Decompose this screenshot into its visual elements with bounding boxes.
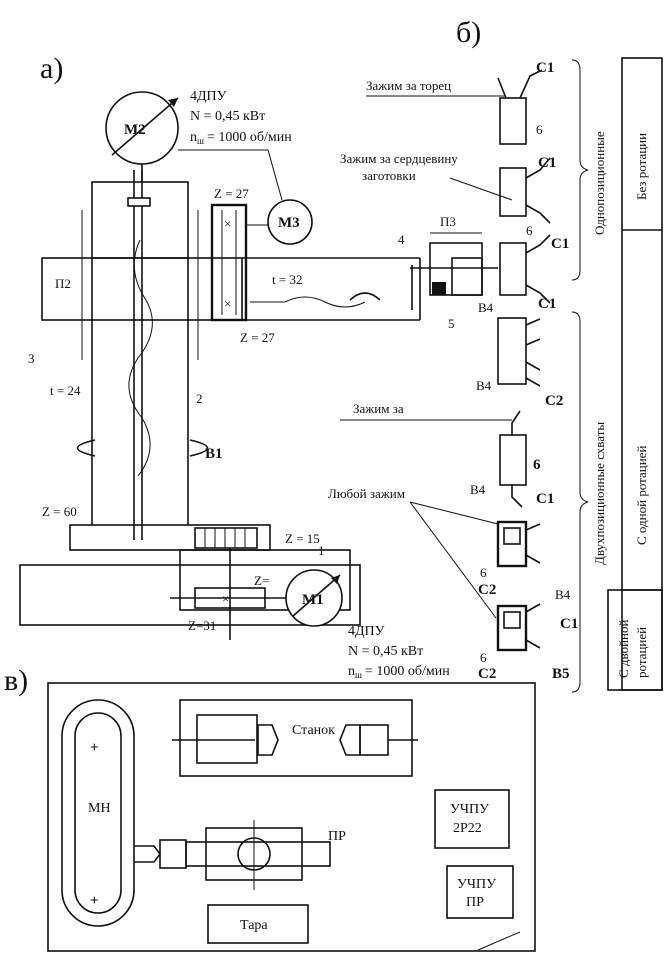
- industrial-robot: [134, 820, 331, 890]
- motor-m3-label: М3: [278, 215, 300, 231]
- label-mn: МН: [88, 801, 111, 816]
- table-single-position: Однопозиционные: [592, 131, 607, 235]
- label-c1-1: С1: [536, 60, 554, 76]
- gripper-schematics: [496, 69, 551, 652]
- label-4: 4: [398, 232, 405, 247]
- motor-m2-speed: nш= 1000 об/мин: [190, 130, 292, 146]
- storage-conveyor: + +: [61, 699, 135, 927]
- label-6-1: 6: [536, 122, 543, 137]
- container-box: [207, 904, 309, 944]
- motor-m2-label: М2: [124, 122, 146, 138]
- panel-a-label: а): [40, 52, 63, 85]
- label-any-clamp: Любой зажим: [328, 486, 405, 501]
- label-c1-5: С1: [536, 491, 554, 507]
- label-t32: t = 32: [272, 272, 302, 287]
- label-b4-4: В4: [555, 587, 571, 602]
- label-clamp-core-1: Зажим за сердцевину: [340, 151, 458, 166]
- motor-m1-power: N = 0,45 кВт: [348, 644, 423, 659]
- label-t24: t = 24: [50, 383, 81, 398]
- label-1: 1: [318, 543, 325, 558]
- rotation-arrow-b1: [76, 439, 209, 457]
- motor-m2: М2 4ДПУ N = 0,45 кВт nш= 1000 об/мин: [105, 89, 292, 182]
- label-c2-2: С2: [478, 582, 496, 598]
- panel-b-label: б): [456, 16, 481, 49]
- svg-text:+: +: [90, 893, 99, 909]
- label-container: Тара: [240, 918, 268, 933]
- label-cnc-2p22-2: 2Р22: [453, 821, 482, 836]
- label-c2-1: С2: [545, 393, 563, 409]
- label-6-4: 6: [480, 565, 487, 580]
- label-p2: П2: [55, 276, 71, 291]
- layout-frame: [47, 682, 536, 952]
- table-two-position: Двухпозиционные схваты: [592, 422, 607, 565]
- arm-beam: [41, 257, 421, 321]
- table-no-rotation: Без ротации: [634, 133, 649, 200]
- label-z60: Z = 60: [42, 504, 77, 519]
- svg-text:×: ×: [224, 296, 231, 311]
- label-c1-4: С1: [538, 296, 556, 312]
- motor-m2-power: N = 0,45 кВт: [190, 109, 265, 124]
- cable-line: [477, 931, 521, 951]
- label-6-5: 6: [480, 650, 487, 665]
- label-cnc-pr-1: УЧПУ: [457, 877, 496, 892]
- brace-single: [571, 59, 589, 281]
- motor-m2-type: 4ДПУ: [190, 89, 227, 104]
- label-6-2: 6: [526, 223, 533, 238]
- table-double-rotation-1: С двойной: [616, 620, 631, 678]
- label-cnc-2p22-1: УЧПУ: [450, 802, 489, 817]
- label-pr: ПР: [328, 829, 346, 844]
- motor-m3: М3: [178, 149, 313, 245]
- label-b4-3: В4: [470, 482, 486, 497]
- label-b4-2: В4: [476, 378, 492, 393]
- gripper-unit: П3 4 5: [398, 214, 498, 331]
- label-b4-1: В4: [478, 300, 494, 315]
- cnc-pr-box: [446, 865, 514, 919]
- motor-m1: М1 4ДПУ N = 0,45 кВт nш= 1000 об/мин: [285, 569, 450, 680]
- label-machine: Станок: [292, 723, 335, 738]
- motor-m1-label: М1: [302, 592, 324, 608]
- cnc-2p22-box: [434, 789, 510, 849]
- label-c1-6: С1: [560, 616, 578, 632]
- label-p3: П3: [440, 214, 456, 229]
- label-b1: В1: [205, 446, 223, 462]
- base: ×: [19, 524, 361, 640]
- label-c1-2: С1: [538, 155, 556, 171]
- label-z31: Z=31: [188, 618, 216, 633]
- label-cnc-pr-2: ПР: [466, 895, 484, 910]
- label-3: 3: [28, 351, 35, 366]
- label-6-3: 6: [533, 457, 541, 473]
- label-5: 5: [448, 316, 455, 331]
- label-z15: Z = 15: [285, 531, 320, 546]
- label-z27-bottom: Z = 27: [240, 330, 275, 345]
- label-c1-3: С1: [551, 236, 569, 252]
- label-clamp-za: Зажим за: [353, 401, 404, 416]
- label-clamp-core-2: заготовки: [362, 168, 416, 183]
- arm-chain-drive: × ×: [210, 203, 381, 322]
- label-clamp-end: Зажим за торец: [366, 78, 451, 93]
- label-z-blank: Z=: [254, 573, 269, 588]
- table-double-rotation-2: ротацией: [634, 627, 649, 678]
- machine-tool: [172, 699, 418, 777]
- motor-m1-type: 4ДПУ: [348, 624, 385, 639]
- table-one-rotation: С одной ротацией: [634, 446, 649, 545]
- svg-text:+: +: [90, 740, 99, 756]
- label-2: 2: [196, 391, 203, 406]
- label-b5: В5: [552, 666, 570, 682]
- brace-double: [571, 311, 589, 693]
- motor-m1-speed: nш= 1000 об/мин: [348, 664, 450, 680]
- svg-text:×: ×: [224, 216, 231, 231]
- column: [81, 170, 199, 540]
- panel-v-label: в): [4, 664, 28, 697]
- classification-table: [607, 57, 663, 691]
- label-c2-3: С2: [478, 666, 496, 682]
- label-z27-top: Z = 27: [214, 186, 249, 201]
